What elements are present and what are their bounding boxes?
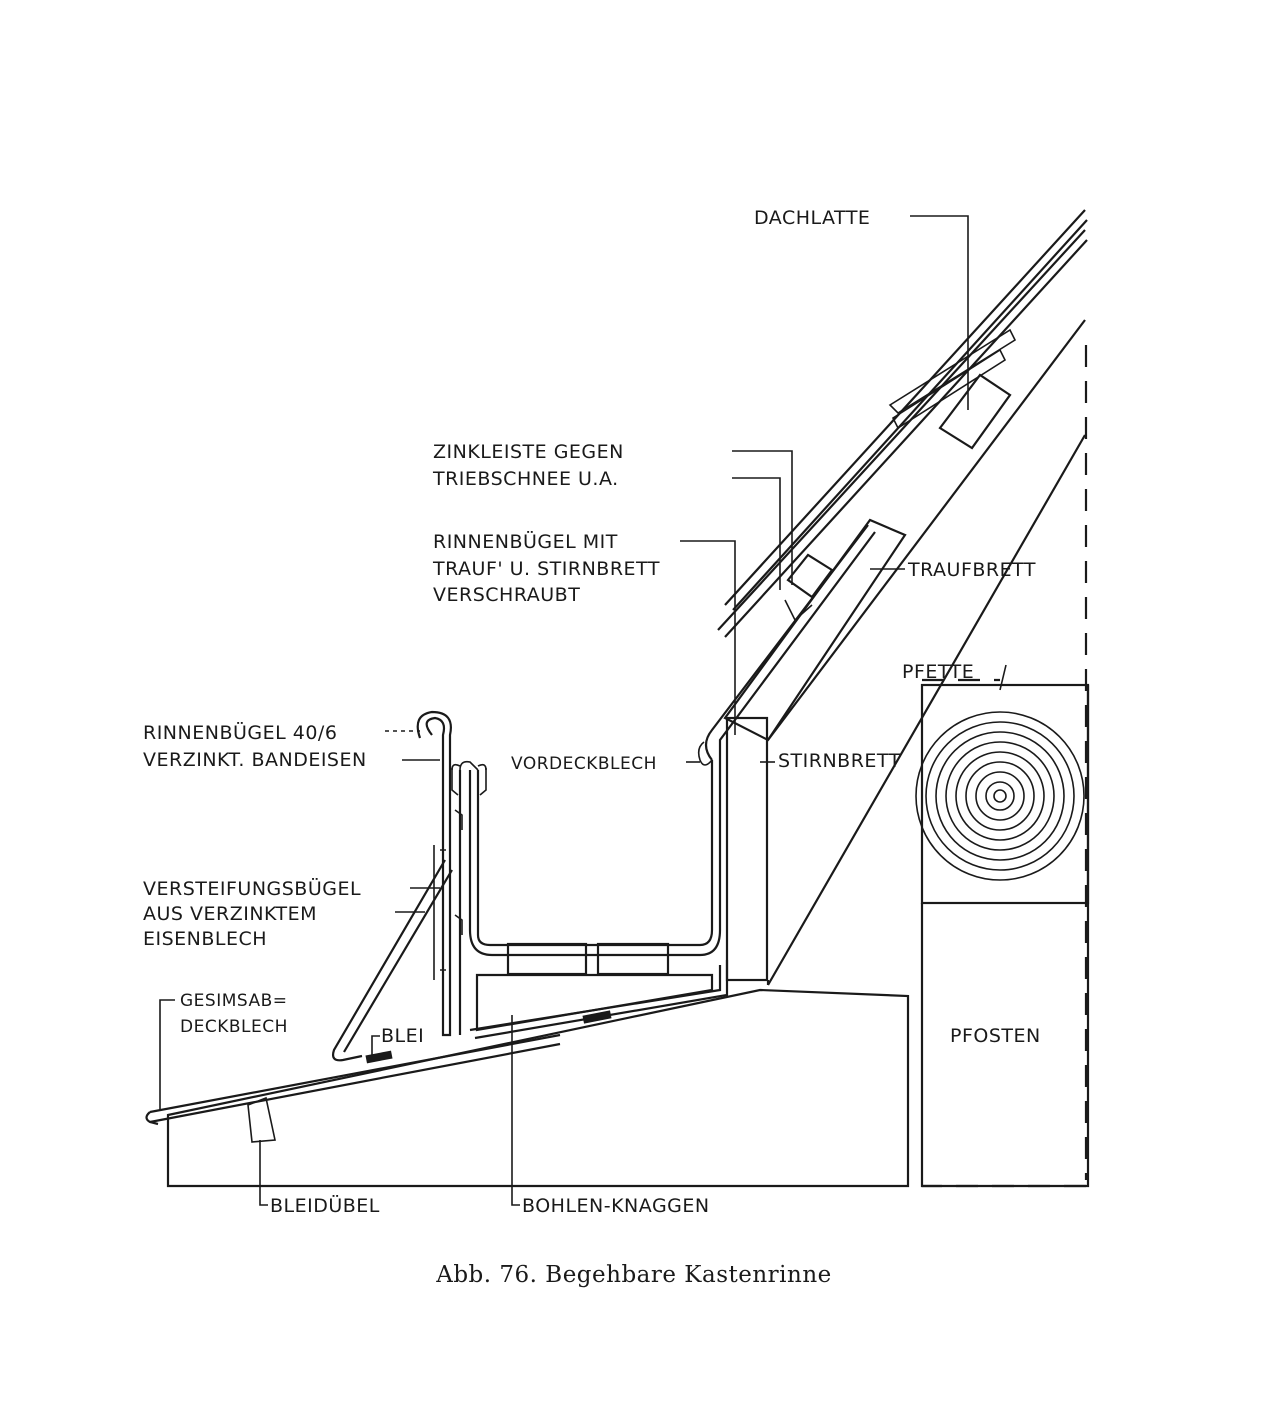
label-stirnbrett: STIRNBRETT — [778, 750, 901, 772]
label-vordeckblech: VORDECKBLECH — [511, 754, 657, 774]
masonry-cornice — [166, 988, 910, 1188]
label-dachlatte: DACHLATTE — [754, 207, 870, 229]
label-versteifung-3: EISENBLECH — [143, 928, 267, 950]
label-gesims-2: DECKBLECH — [180, 1017, 288, 1037]
zinc-strip-clip — [784, 599, 813, 622]
walking-plank-left — [506, 942, 588, 976]
label-versteifung-2: AUS VERZINKTEM — [143, 903, 317, 925]
label-pfette: PFETTE — [902, 661, 974, 683]
zinc-strip — [786, 553, 834, 599]
lead-pad-left — [365, 1050, 393, 1064]
lead-dowel — [247, 1096, 276, 1143]
box-gutter — [451, 755, 722, 1035]
walking-plank-right — [596, 942, 670, 976]
label-traufbrett: TRAUFBRETT — [907, 559, 1036, 581]
roof-covering — [717, 209, 1088, 638]
label-rinnenbuegel-406-1: RINNENBÜGEL 40/6 — [143, 721, 337, 744]
dachlatte-batten — [938, 373, 1012, 450]
label-rinnenbuegel-mit-1: RINNENBÜGEL MIT — [433, 530, 618, 553]
gutter-bracket — [416, 710, 452, 1037]
stirnbrett-board — [725, 716, 769, 982]
label-bohlen-knaggen: BOHLEN-KNAGGEN — [522, 1195, 710, 1217]
traufbrett-board — [723, 518, 907, 742]
label-blei: BLEI — [381, 1025, 424, 1047]
hidden-outline — [922, 345, 1088, 1188]
label-pfosten: PFOSTEN — [950, 1025, 1041, 1047]
label-rinnenbuegel-mit-3: VERSCHRAUBT — [433, 584, 580, 606]
pfette-purlin — [915, 683, 1090, 905]
figure-caption: Abb. 76. Begehbare Kastenrinne — [436, 1262, 832, 1288]
label-gesims-1: GESIMSAB= — [180, 991, 288, 1011]
label-rinnenbuegel-406-2: VERZINKT. BANDEISEN — [143, 749, 367, 771]
leader-lines — [159, 215, 1007, 1206]
label-rinnenbuegel-mit-2: TRAUF' U. STIRNBRETT — [432, 558, 660, 580]
label-versteifung-1: VERSTEIFUNGSBÜGEL — [143, 877, 361, 900]
stiffening-bracket — [331, 859, 453, 1062]
label-zinkleiste-1: ZINKLEISTE GEGEN — [433, 441, 624, 463]
label-bleiduebel: BLEIDÜBEL — [270, 1194, 380, 1217]
rafter — [766, 319, 1086, 986]
cornice-cover-sheet — [145, 1033, 561, 1126]
label-zinkleiste-2: TRIEBSCHNEE U.A. — [432, 468, 619, 490]
